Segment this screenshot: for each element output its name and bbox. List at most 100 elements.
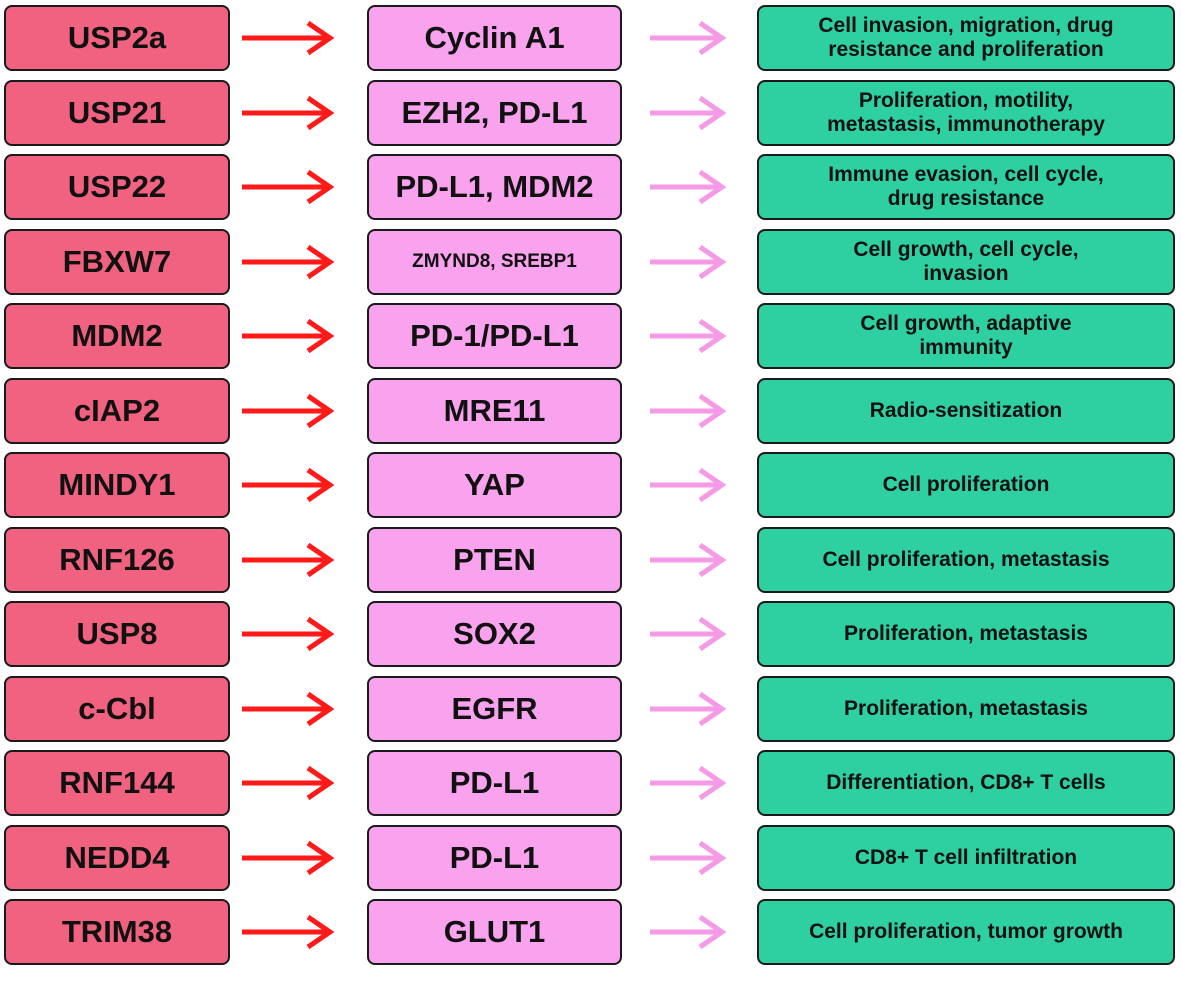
enzyme-label: USP8: [76, 615, 158, 651]
effect-label: Cell growth, adaptive immunity: [860, 312, 1072, 359]
enzyme-box: NEDD4: [4, 825, 230, 891]
target-box: MRE11: [367, 378, 622, 444]
pink-arrow: [650, 318, 727, 354]
enzyme-box: USP2a: [4, 5, 230, 71]
effect-box: Proliferation, motility, metastasis, imm…: [757, 80, 1175, 146]
effect-label: Cell proliferation, tumor growth: [809, 920, 1123, 944]
red-arrow: [242, 840, 335, 876]
red-arrow: [242, 169, 335, 205]
pink-arrow: [650, 765, 727, 801]
enzyme-box: cIAP2: [4, 378, 230, 444]
target-label: ZMYND8, SREBP1: [412, 251, 577, 273]
enzyme-box: MDM2: [4, 303, 230, 369]
effect-box: Immune evasion, cell cycle, drug resista…: [757, 154, 1175, 220]
red-arrow: [242, 393, 335, 429]
effect-box: Cell proliferation: [757, 452, 1175, 518]
enzyme-box: USP22: [4, 154, 230, 220]
pink-arrow: [650, 914, 727, 950]
effect-box: Cell proliferation, metastasis: [757, 527, 1175, 593]
target-label: PD-1/PD-L1: [410, 317, 579, 353]
enzyme-box: MINDY1: [4, 452, 230, 518]
target-box: EGFR: [367, 676, 622, 742]
red-arrow: [242, 318, 335, 354]
enzyme-label: USP2a: [67, 19, 167, 55]
target-label: Cyclin A1: [424, 19, 565, 55]
effect-box: Cell proliferation, tumor growth: [757, 899, 1175, 965]
effect-label: Proliferation, metastasis: [844, 697, 1088, 721]
enzyme-label: RNF144: [59, 764, 175, 800]
enzyme-box: RNF144: [4, 750, 230, 816]
enzyme-box: TRIM38: [4, 899, 230, 965]
pink-arrow: [650, 20, 727, 56]
effect-label: Differentiation, CD8+ T cells: [826, 771, 1106, 795]
target-box: PD-L1: [367, 825, 622, 891]
enzyme-label: USP22: [67, 168, 167, 204]
enzyme-label: TRIM38: [61, 913, 173, 949]
target-box: EZH2, PD-L1: [367, 80, 622, 146]
pink-arrow: [650, 393, 727, 429]
effect-box: Cell growth, cell cycle, invasion: [757, 229, 1175, 295]
target-label: EZH2, PD-L1: [401, 94, 588, 130]
enzyme-box: c-Cbl: [4, 676, 230, 742]
target-label: PTEN: [453, 541, 536, 577]
effect-label: CD8+ T cell infiltration: [854, 846, 1078, 870]
enzyme-box: USP8: [4, 601, 230, 667]
target-label: PD-L1, MDM2: [395, 168, 594, 204]
target-box: PD-1/PD-L1: [367, 303, 622, 369]
enzyme-label: MDM2: [71, 317, 163, 353]
pink-arrow: [650, 244, 727, 280]
red-arrow: [242, 244, 335, 280]
target-label: GLUT1: [443, 913, 546, 949]
red-arrow: [242, 20, 335, 56]
target-box: SOX2: [367, 601, 622, 667]
enzyme-label: c-Cbl: [78, 690, 156, 726]
effect-box: Radio-sensitization: [757, 378, 1175, 444]
enzyme-label: RNF126: [59, 541, 175, 577]
target-box: Cyclin A1: [367, 5, 622, 71]
target-box: PD-L1: [367, 750, 622, 816]
enzyme-label: USP21: [67, 94, 167, 130]
red-arrow: [242, 542, 335, 578]
effect-label: Cell growth, cell cycle, invasion: [853, 238, 1079, 285]
enzyme-label: cIAP2: [73, 392, 161, 428]
pink-arrow: [650, 840, 727, 876]
enzyme-label: MINDY1: [58, 466, 176, 502]
effect-label: Radio-sensitization: [869, 399, 1063, 423]
effect-box: Differentiation, CD8+ T cells: [757, 750, 1175, 816]
pink-arrow: [650, 542, 727, 578]
pink-arrow: [650, 169, 727, 205]
effect-box: CD8+ T cell infiltration: [757, 825, 1175, 891]
red-arrow: [242, 914, 335, 950]
target-box: PD-L1, MDM2: [367, 154, 622, 220]
target-box: PTEN: [367, 527, 622, 593]
target-label: MRE11: [443, 392, 546, 428]
red-arrow: [242, 467, 335, 503]
pink-arrow: [650, 95, 727, 131]
target-label: PD-L1: [449, 764, 540, 800]
red-arrow: [242, 95, 335, 131]
pink-arrow: [650, 467, 727, 503]
enzyme-box: USP21: [4, 80, 230, 146]
target-box: GLUT1: [367, 899, 622, 965]
red-arrow: [242, 691, 335, 727]
pink-arrow: [650, 616, 727, 652]
enzyme-label: NEDD4: [64, 839, 170, 875]
effect-box: Proliferation, metastasis: [757, 676, 1175, 742]
pink-arrow: [650, 691, 727, 727]
target-box: ZMYND8, SREBP1: [367, 229, 622, 295]
effect-label: Cell proliferation: [882, 473, 1050, 497]
red-arrow: [242, 765, 335, 801]
effect-label: Cell invasion, migration, drug resistanc…: [818, 14, 1114, 61]
target-label: YAP: [464, 466, 525, 502]
target-label: PD-L1: [449, 839, 540, 875]
effect-label: Proliferation, motility, metastasis, imm…: [827, 89, 1105, 136]
red-arrow: [242, 616, 335, 652]
effect-box: Cell growth, adaptive immunity: [757, 303, 1175, 369]
enzyme-box: RNF126: [4, 527, 230, 593]
target-box: YAP: [367, 452, 622, 518]
effect-box: Proliferation, metastasis: [757, 601, 1175, 667]
effect-box: Cell invasion, migration, drug resistanc…: [757, 5, 1175, 71]
target-label: SOX2: [453, 615, 536, 651]
